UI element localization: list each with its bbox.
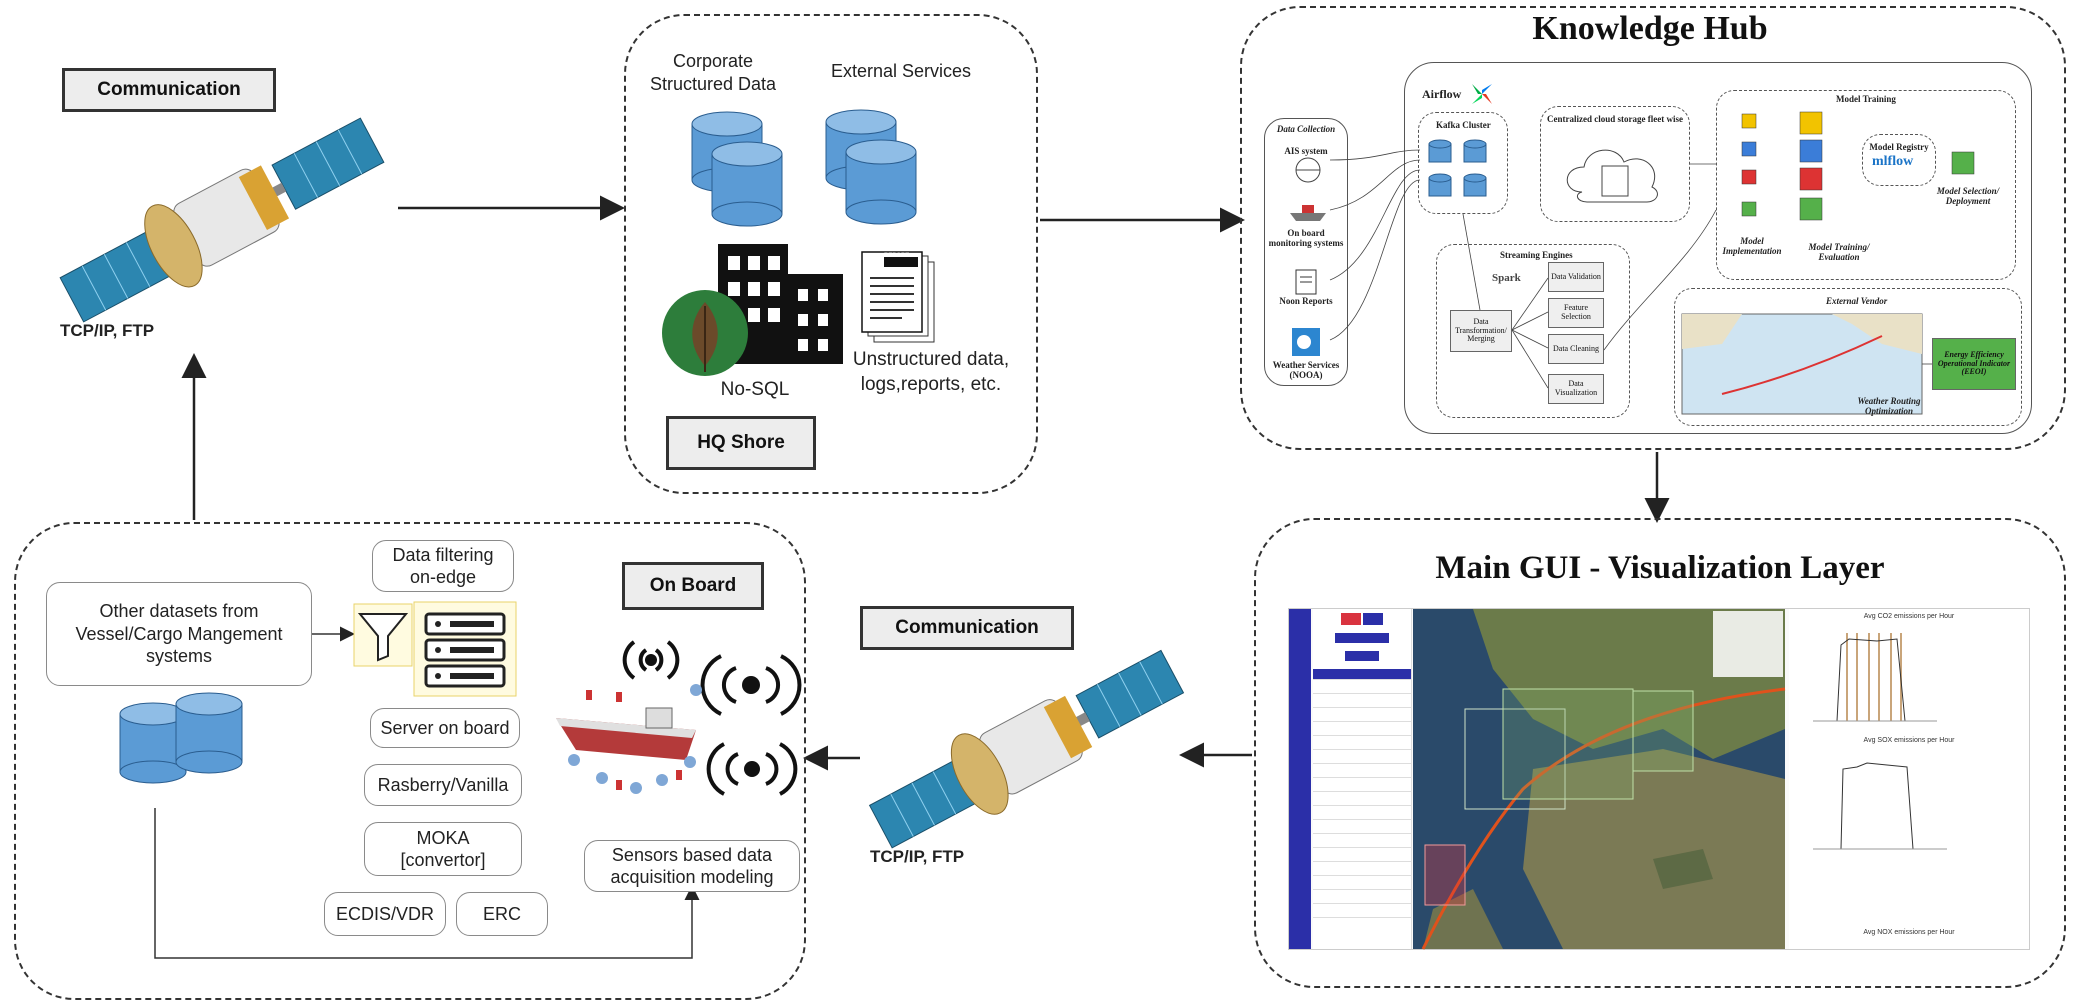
gui-side-list <box>1313 609 1412 949</box>
feature-selection-box: Feature Selection <box>1548 298 1604 328</box>
weather-routing-label: Weather Routing Optimization <box>1857 396 1921 417</box>
sox-chart <box>1813 762 1947 850</box>
weather-icon <box>1292 328 1320 356</box>
model-training-box <box>1716 90 2016 280</box>
model-registry-box <box>1862 134 1936 186</box>
communication-tag-bottom: Communication <box>860 606 1074 650</box>
onboard-monitoring-label: On board monitoring systems <box>1268 228 1344 249</box>
model-cubes-icon <box>1741 111 1823 221</box>
data-collection-title: Data Collection <box>1276 124 1336 134</box>
weather-services-label: Weather Services (NOOA) <box>1272 360 1340 381</box>
other-datasets-box: Other datasets from Vessel/Cargo Mangeme… <box>46 582 312 686</box>
airflow-label: Airflow <box>1422 87 1462 101</box>
rasberry-box: Rasberry/Vanilla <box>364 764 522 806</box>
noon-report-icon <box>1295 269 1317 295</box>
communication-tag-top: Communication <box>62 68 276 112</box>
co2-chart-title: Avg CO2 emissions per Hour <box>1863 613 1955 620</box>
external-vendor-box <box>1674 288 2022 426</box>
data-visualization-box: Data Visualization <box>1548 374 1604 404</box>
model-selection-label: Model Selection/ Deployment <box>1936 186 2000 207</box>
ais-label: AIS system <box>1284 146 1328 156</box>
protocol-label-bottom: TCP/IP, FTP <box>870 847 965 866</box>
kafka-db-icons <box>1428 139 1487 197</box>
data-validation-box: Data Validation <box>1548 262 1604 292</box>
filter-icon <box>353 603 413 667</box>
data-transformation-box: Data Transformation/ Merging <box>1450 310 1512 352</box>
on-board-tag: On Board <box>622 562 764 610</box>
knowledge-hub-title: Knowledge Hub <box>1532 10 1768 47</box>
knowledge-hub-panel <box>1240 6 2066 450</box>
ais-icon <box>1295 157 1321 183</box>
on-board-panel <box>14 522 806 1000</box>
eeoi-box: Energy Efficiency Operational Indicator … <box>1932 338 2016 390</box>
sensors-modeling-box: Sensors based data acquisition modeling <box>584 840 800 892</box>
onboard-database-icon <box>119 692 243 784</box>
external-services-label: External Services <box>830 61 972 81</box>
erc-box: ERC <box>456 892 548 936</box>
external-vendor-title: External Vendor <box>1826 296 1888 306</box>
satellite-icon-bottom <box>868 649 1185 849</box>
main-gui-title: Main GUI - Visualization Layer <box>1435 550 1885 586</box>
corporate-database-icon <box>691 111 783 227</box>
mongodb-leaf-icon <box>662 290 748 376</box>
ecdis-vdr-box: ECDIS/VDR <box>324 892 446 936</box>
model-training-evaluation-label: Model Training/ Evaluation <box>1808 242 1870 263</box>
unstructured-data-label: Unstructured data, logs,reports, etc. <box>852 349 1010 395</box>
hq-shore-tag: HQ Shore <box>666 416 816 470</box>
hq-shore-panel <box>624 14 1038 494</box>
gui-map <box>1413 609 1786 950</box>
sox-chart-title: Avg SOX emissions per Hour <box>1863 737 1955 744</box>
corporate-data-label: Corporate Structured Data <box>649 51 777 95</box>
satellite-icon-top <box>59 117 385 323</box>
report-icon <box>861 251 935 343</box>
ship-icon-small <box>1290 205 1326 221</box>
main-gui-panel <box>1254 518 2066 988</box>
cloud-storage-label: Centralized cloud storage fleet wise <box>1547 114 1683 124</box>
model-implementation-label: Model Implementation <box>1722 236 1782 257</box>
nosql-label: No-SQL <box>720 379 790 400</box>
model-registry-label: Model Registry <box>1869 142 1929 152</box>
server-icon <box>413 601 517 697</box>
deployment-cube-icon <box>1951 151 1975 175</box>
cloud-icon <box>1566 149 1658 203</box>
nox-chart-title: Avg NOX emissions per Hour <box>1863 929 1955 936</box>
report-icon-text: REPORT <box>884 253 910 259</box>
external-database-icon <box>825 109 917 225</box>
data-filtering-box: Data filtering on-edge <box>372 540 514 592</box>
gui-nav-bar <box>1289 609 1311 949</box>
streaming-engines-title: Streaming Engines <box>1500 250 1573 260</box>
mlflow-label: mlflow <box>1872 154 1914 169</box>
airflow-icon <box>1472 84 1492 104</box>
model-training-title: Model Training <box>1836 94 1896 104</box>
gui-charts: Avg CO2 emissions per Hour Avg SOX emiss… <box>1789 609 2029 949</box>
noon-reports-label: Noon Reports <box>1279 296 1333 306</box>
data-cleaning-box: Data Cleaning <box>1548 334 1604 364</box>
protocol-label-top: TCP/IP, FTP <box>60 321 155 340</box>
moka-box: MOKA [convertor] <box>364 822 522 876</box>
spark-label: Spark <box>1492 272 1521 284</box>
ship-sensors-icon <box>556 640 802 796</box>
co2-chart <box>1813 633 1937 722</box>
kafka-label: Kafka Cluster <box>1436 120 1491 130</box>
gui-screenshot: Avg CO2 emissions per Hour Avg SOX emiss… <box>1288 608 2030 950</box>
server-on-board-box: Server on board <box>370 708 520 748</box>
